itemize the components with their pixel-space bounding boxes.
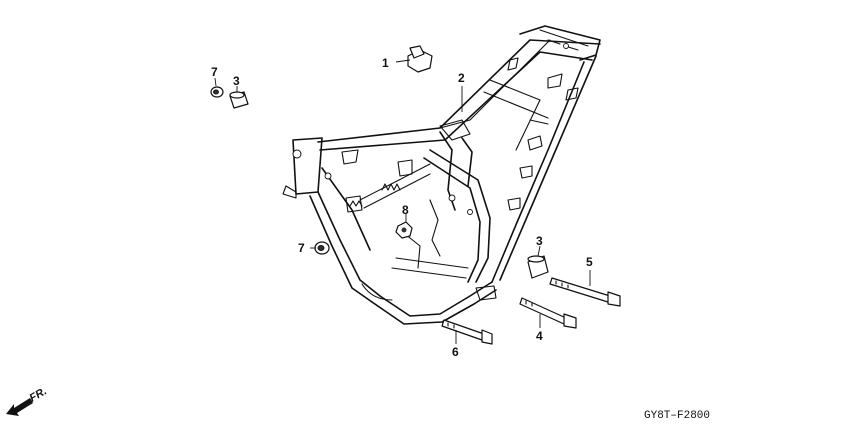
diagram-code: GY8T–F2800 — [644, 410, 710, 422]
part-4-bolt — [519, 297, 577, 329]
callout-6: 6 — [452, 345, 459, 359]
part-7-collar-upper — [210, 86, 224, 98]
callout-7-upper: 7 — [211, 65, 218, 79]
part-8-nut — [395, 221, 413, 239]
callout-4: 4 — [536, 329, 543, 343]
leader-lines — [214, 59, 591, 344]
callout-8: 8 — [402, 203, 409, 217]
part-3-sleeve-lower — [527, 255, 549, 279]
callout-2: 2 — [458, 71, 465, 85]
callout-5: 5 — [586, 255, 593, 269]
front-arrow-icon — [6, 398, 33, 416]
callout-1: 1 — [382, 56, 389, 70]
part-7-collar-lower — [314, 241, 330, 255]
front-label: FR. — [28, 385, 49, 404]
part-1-clip — [407, 45, 433, 73]
front-direction-indicator: FR. — [6, 385, 49, 416]
part-6-bolt — [441, 319, 493, 345]
frame-body — [282, 25, 601, 325]
part-5-bolt-long — [549, 277, 621, 307]
callout-7-lower: 7 — [298, 241, 305, 255]
callout-3-upper: 3 — [233, 74, 240, 88]
part-3-sleeve-upper — [229, 91, 249, 109]
callout-3-lower: 3 — [536, 234, 543, 248]
